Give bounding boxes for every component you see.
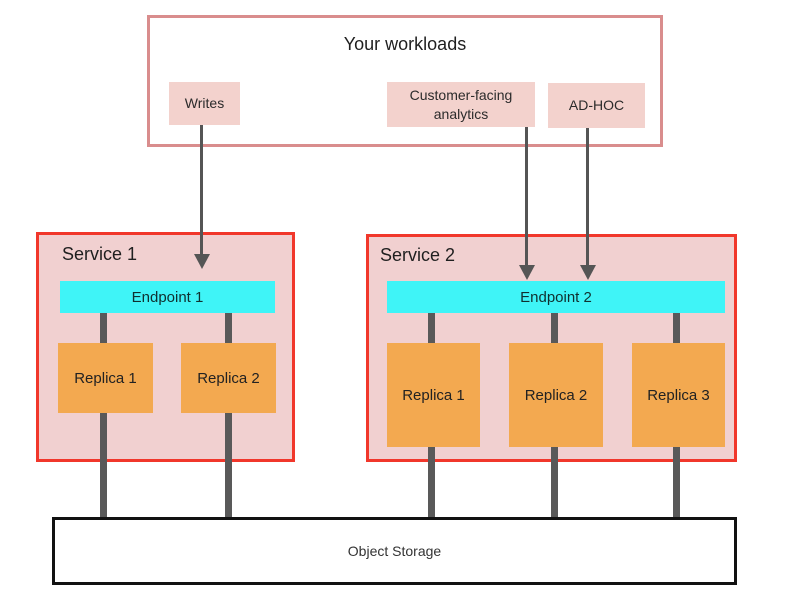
- service2-endpoint-label: Endpoint 2: [520, 288, 592, 306]
- object-storage-label: Object Storage: [347, 543, 442, 559]
- service1-replica1-label: Replica 1: [74, 369, 137, 387]
- service2-replica1-label: Replica 1: [402, 386, 465, 404]
- arrow-head-analytics-to-endpoint2: [519, 265, 535, 280]
- pipe-s1-replica2-to-storage: [225, 313, 232, 520]
- workloads-title: Your workloads: [343, 34, 467, 54]
- service1-replica2: Replica 2: [181, 343, 276, 413]
- service2-title: Service 2: [380, 245, 456, 265]
- workload-chip-customer-facing-analytics-label: Customer-facing analytics: [409, 87, 513, 122]
- service2-endpoint: Endpoint 2: [387, 281, 725, 313]
- workload-chip-customer-facing-analytics: Customer-facing analytics: [387, 82, 535, 127]
- service2-replica3-label: Replica 3: [647, 386, 710, 404]
- service2-replica2-label: Replica 2: [524, 386, 588, 404]
- arrow-head-writes-to-endpoint1: [194, 254, 210, 269]
- service1-title: Service 1: [62, 244, 138, 264]
- arrow-line-writes-to-endpoint1: [200, 125, 203, 256]
- service2-replica3: Replica 3: [632, 343, 725, 447]
- workload-chip-ad-hoc-label: AD-HOC: [568, 97, 625, 114]
- arrow-head-adhoc-to-endpoint2: [580, 265, 596, 280]
- service1-endpoint-label: Endpoint 1: [131, 288, 204, 306]
- workload-chip-ad-hoc: AD-HOC: [548, 83, 645, 128]
- service1-endpoint: Endpoint 1: [60, 281, 275, 313]
- workload-chip-writes-label: Writes: [184, 95, 225, 112]
- arrow-line-adhoc-to-endpoint2: [586, 128, 589, 266]
- service1-replica1: Replica 1: [58, 343, 153, 413]
- arrow-line-analytics-to-endpoint2: [525, 127, 528, 266]
- service2-replica2: Replica 2: [509, 343, 603, 447]
- service2-replica1: Replica 1: [387, 343, 480, 447]
- object-storage: Object Storage: [52, 517, 737, 585]
- service1-replica2-label: Replica 2: [197, 369, 260, 387]
- pipe-s1-replica1-to-storage: [100, 313, 107, 520]
- workload-chip-writes: Writes: [169, 82, 240, 125]
